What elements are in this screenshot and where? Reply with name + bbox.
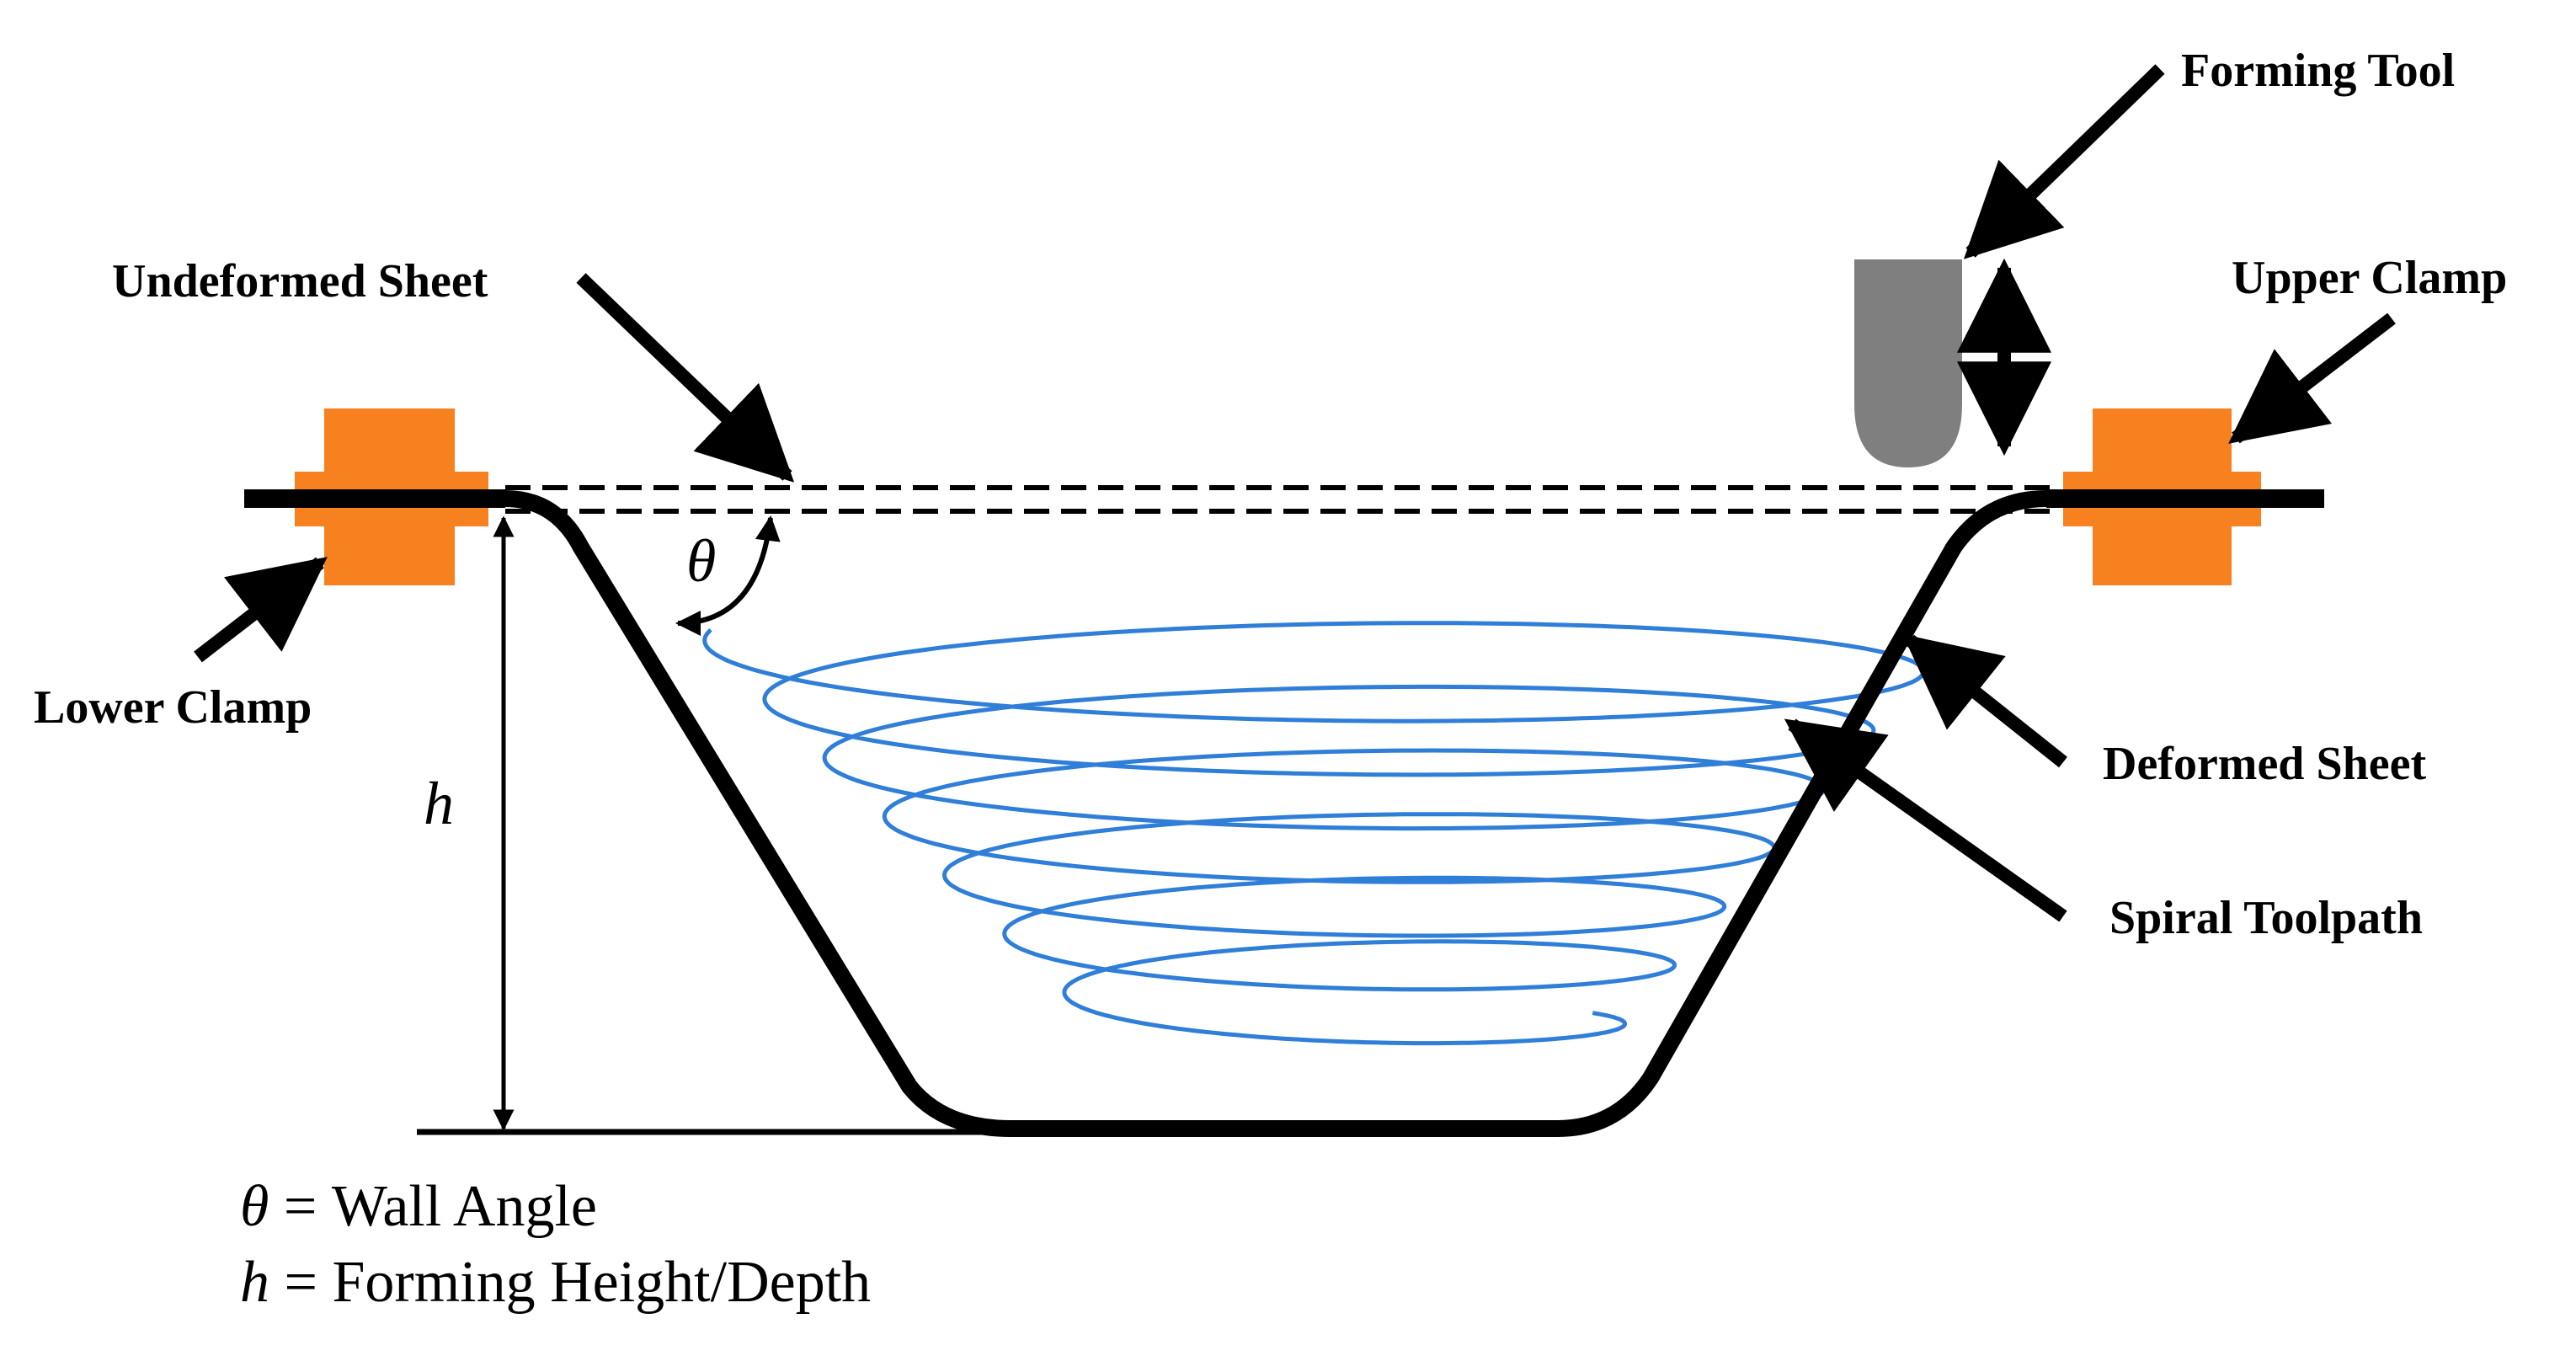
legend-text-1: = Wall Angle <box>269 1174 597 1239</box>
spiral-toolpath-leader <box>1784 718 2067 922</box>
undeformed-sheet-leader <box>576 273 795 483</box>
leader-arrows <box>194 64 2396 922</box>
deformed-sheet-label: Deformed Sheet <box>2103 738 2426 790</box>
forming-tool-leader <box>1963 64 2165 259</box>
legend-text-2: = Forming Height/Depth <box>269 1250 871 1315</box>
legend: θ = Wall Angle h = Forming Height/Depth <box>240 1174 871 1315</box>
height-symbol: h <box>424 770 454 837</box>
theta-symbol: θ <box>686 527 716 595</box>
deformed-sheet-leader <box>1902 634 2067 768</box>
lower-clamp-label: Lower Clamp <box>34 681 312 734</box>
legend-symbol-1: θ <box>240 1174 269 1239</box>
upper-clamp-leader <box>2228 312 2396 444</box>
legend-symbol-2: h <box>240 1250 269 1315</box>
legend-line-1: θ = Wall Angle <box>240 1174 597 1239</box>
forming-tool <box>1854 259 1962 467</box>
lower-clamp-leader <box>194 557 328 663</box>
upper-clamp-label: Upper Clamp <box>2232 252 2507 304</box>
upper-clamp-right <box>2063 408 2261 585</box>
undeformed-sheet-label: Undeformed Sheet <box>112 255 488 307</box>
lower-clamp-left <box>295 408 488 585</box>
height-dimension <box>417 515 1036 1135</box>
legend-line-2: h = Forming Height/Depth <box>240 1250 871 1315</box>
undeformed-sheet <box>505 485 2055 514</box>
forming-tool-label: Forming Tool <box>2181 45 2455 97</box>
wall-angle-arc <box>675 515 781 636</box>
spiral-toolpath <box>702 621 1926 1046</box>
deformed-sheet <box>244 490 2324 1137</box>
spiral-toolpath-label: Spiral Toolpath <box>2109 892 2423 944</box>
